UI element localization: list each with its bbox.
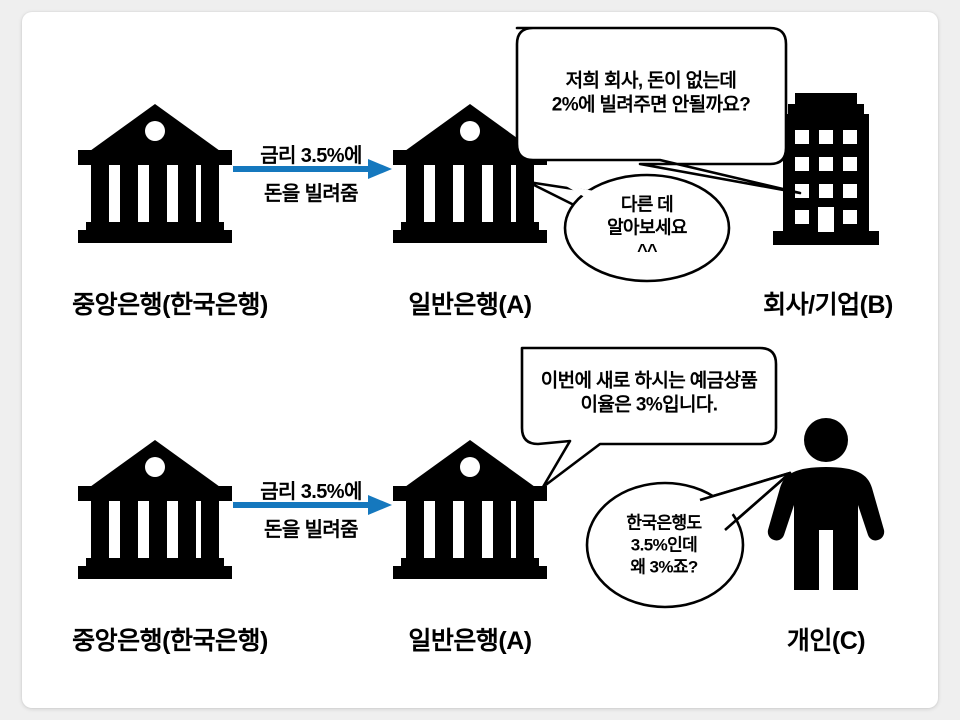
bank-icon <box>393 440 547 579</box>
lend-arrow-bottom-label-below: 돈을 빌려줌 <box>264 519 359 541</box>
node-label-central-bank-bottom: 중앙은행(한국은행) <box>72 627 268 655</box>
bank-refusal-bubble-text: 다른 데 알아보세요 ^^ <box>607 194 687 261</box>
lend-arrow-bottom <box>233 495 392 515</box>
lend-arrow-top <box>233 159 392 179</box>
node-label-central-bank-top: 중앙은행(한국은행) <box>72 291 268 319</box>
node-label-commercial-bank-top: 일반은행(A) <box>408 291 532 319</box>
diagram-stage: 중앙은행(한국은행) 일반은행(A) 회사/기업(B) 금리 3.5%에 돈을 … <box>22 12 938 708</box>
company-request-bubble <box>515 26 802 195</box>
office-building-icon <box>773 93 879 245</box>
individual-question-bubble-text: 한국은행도 3.5%인데 왜 3%죠? <box>626 513 702 576</box>
individual-question-bubble <box>585 471 792 609</box>
bank-icon <box>78 104 232 243</box>
deposit-offer-bubble <box>520 346 778 489</box>
person-icon <box>767 418 885 590</box>
diagram-card: 중앙은행(한국은행) 일반은행(A) 회사/기업(B) 금리 3.5%에 돈을 … <box>22 12 938 708</box>
bank-refusal-bubble <box>526 173 731 283</box>
lend-arrow-top-label-above: 금리 3.5%에 <box>260 145 362 167</box>
node-label-commercial-bank-bottom: 일반은행(A) <box>408 627 532 655</box>
diagram-graphics <box>78 26 885 609</box>
deposit-offer-bubble-text: 이번에 새로 하시는 예금상품 이율은 3%입니다. <box>540 370 758 416</box>
lend-arrow-bottom-label-above: 금리 3.5%에 <box>260 481 362 503</box>
bank-icon <box>78 440 232 579</box>
node-label-individual: 개인(C) <box>786 627 866 655</box>
lend-arrow-top-label-below: 돈을 빌려줌 <box>264 183 359 205</box>
company-request-bubble-text: 저희 회사, 돈이 없는데 2%에 빌려주면 안될까요? <box>551 70 751 116</box>
node-label-company: 회사/기업(B) <box>763 291 893 319</box>
